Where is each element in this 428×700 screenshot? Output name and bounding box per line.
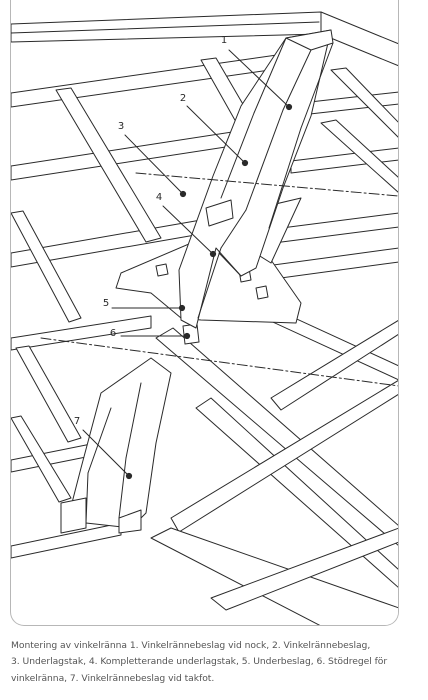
- caption-line-2: 3. Underlagstak, 4. Kompletterande under…: [11, 656, 388, 668]
- leader-lines: [82, 49, 293, 480]
- ridge-fascia: [11, 11, 398, 67]
- lower-beams: [150, 297, 398, 625]
- callout-3: 3: [118, 121, 124, 132]
- callout-5: 5: [103, 298, 109, 309]
- caption-line-1: Montering av vinkelränna 1. Vinkelränneb…: [11, 640, 371, 651]
- callout-2: 2: [180, 93, 186, 104]
- left-battens: [11, 57, 252, 503]
- callout-1: 1: [221, 35, 227, 46]
- upper-valley-gutter: [178, 29, 334, 329]
- illustration-frame: 1 2 3 4 5 6 7: [10, 0, 399, 626]
- section-lines: [40, 172, 398, 387]
- roof-valley-drawing: 1 2 3 4 5 6 7: [11, 11, 398, 625]
- callout-6: 6: [110, 328, 116, 339]
- right-battens: [320, 67, 398, 193]
- caption-line-3: vinkelränna, 7. Vinkelrännebeslag vid ta…: [11, 672, 215, 684]
- figure-caption: Montering av vinkelränna 1. Vinkelränneb…: [11, 638, 406, 687]
- callout-4: 4: [156, 192, 162, 203]
- lower-valley-gutter: [60, 357, 172, 534]
- callout-7: 7: [74, 416, 80, 427]
